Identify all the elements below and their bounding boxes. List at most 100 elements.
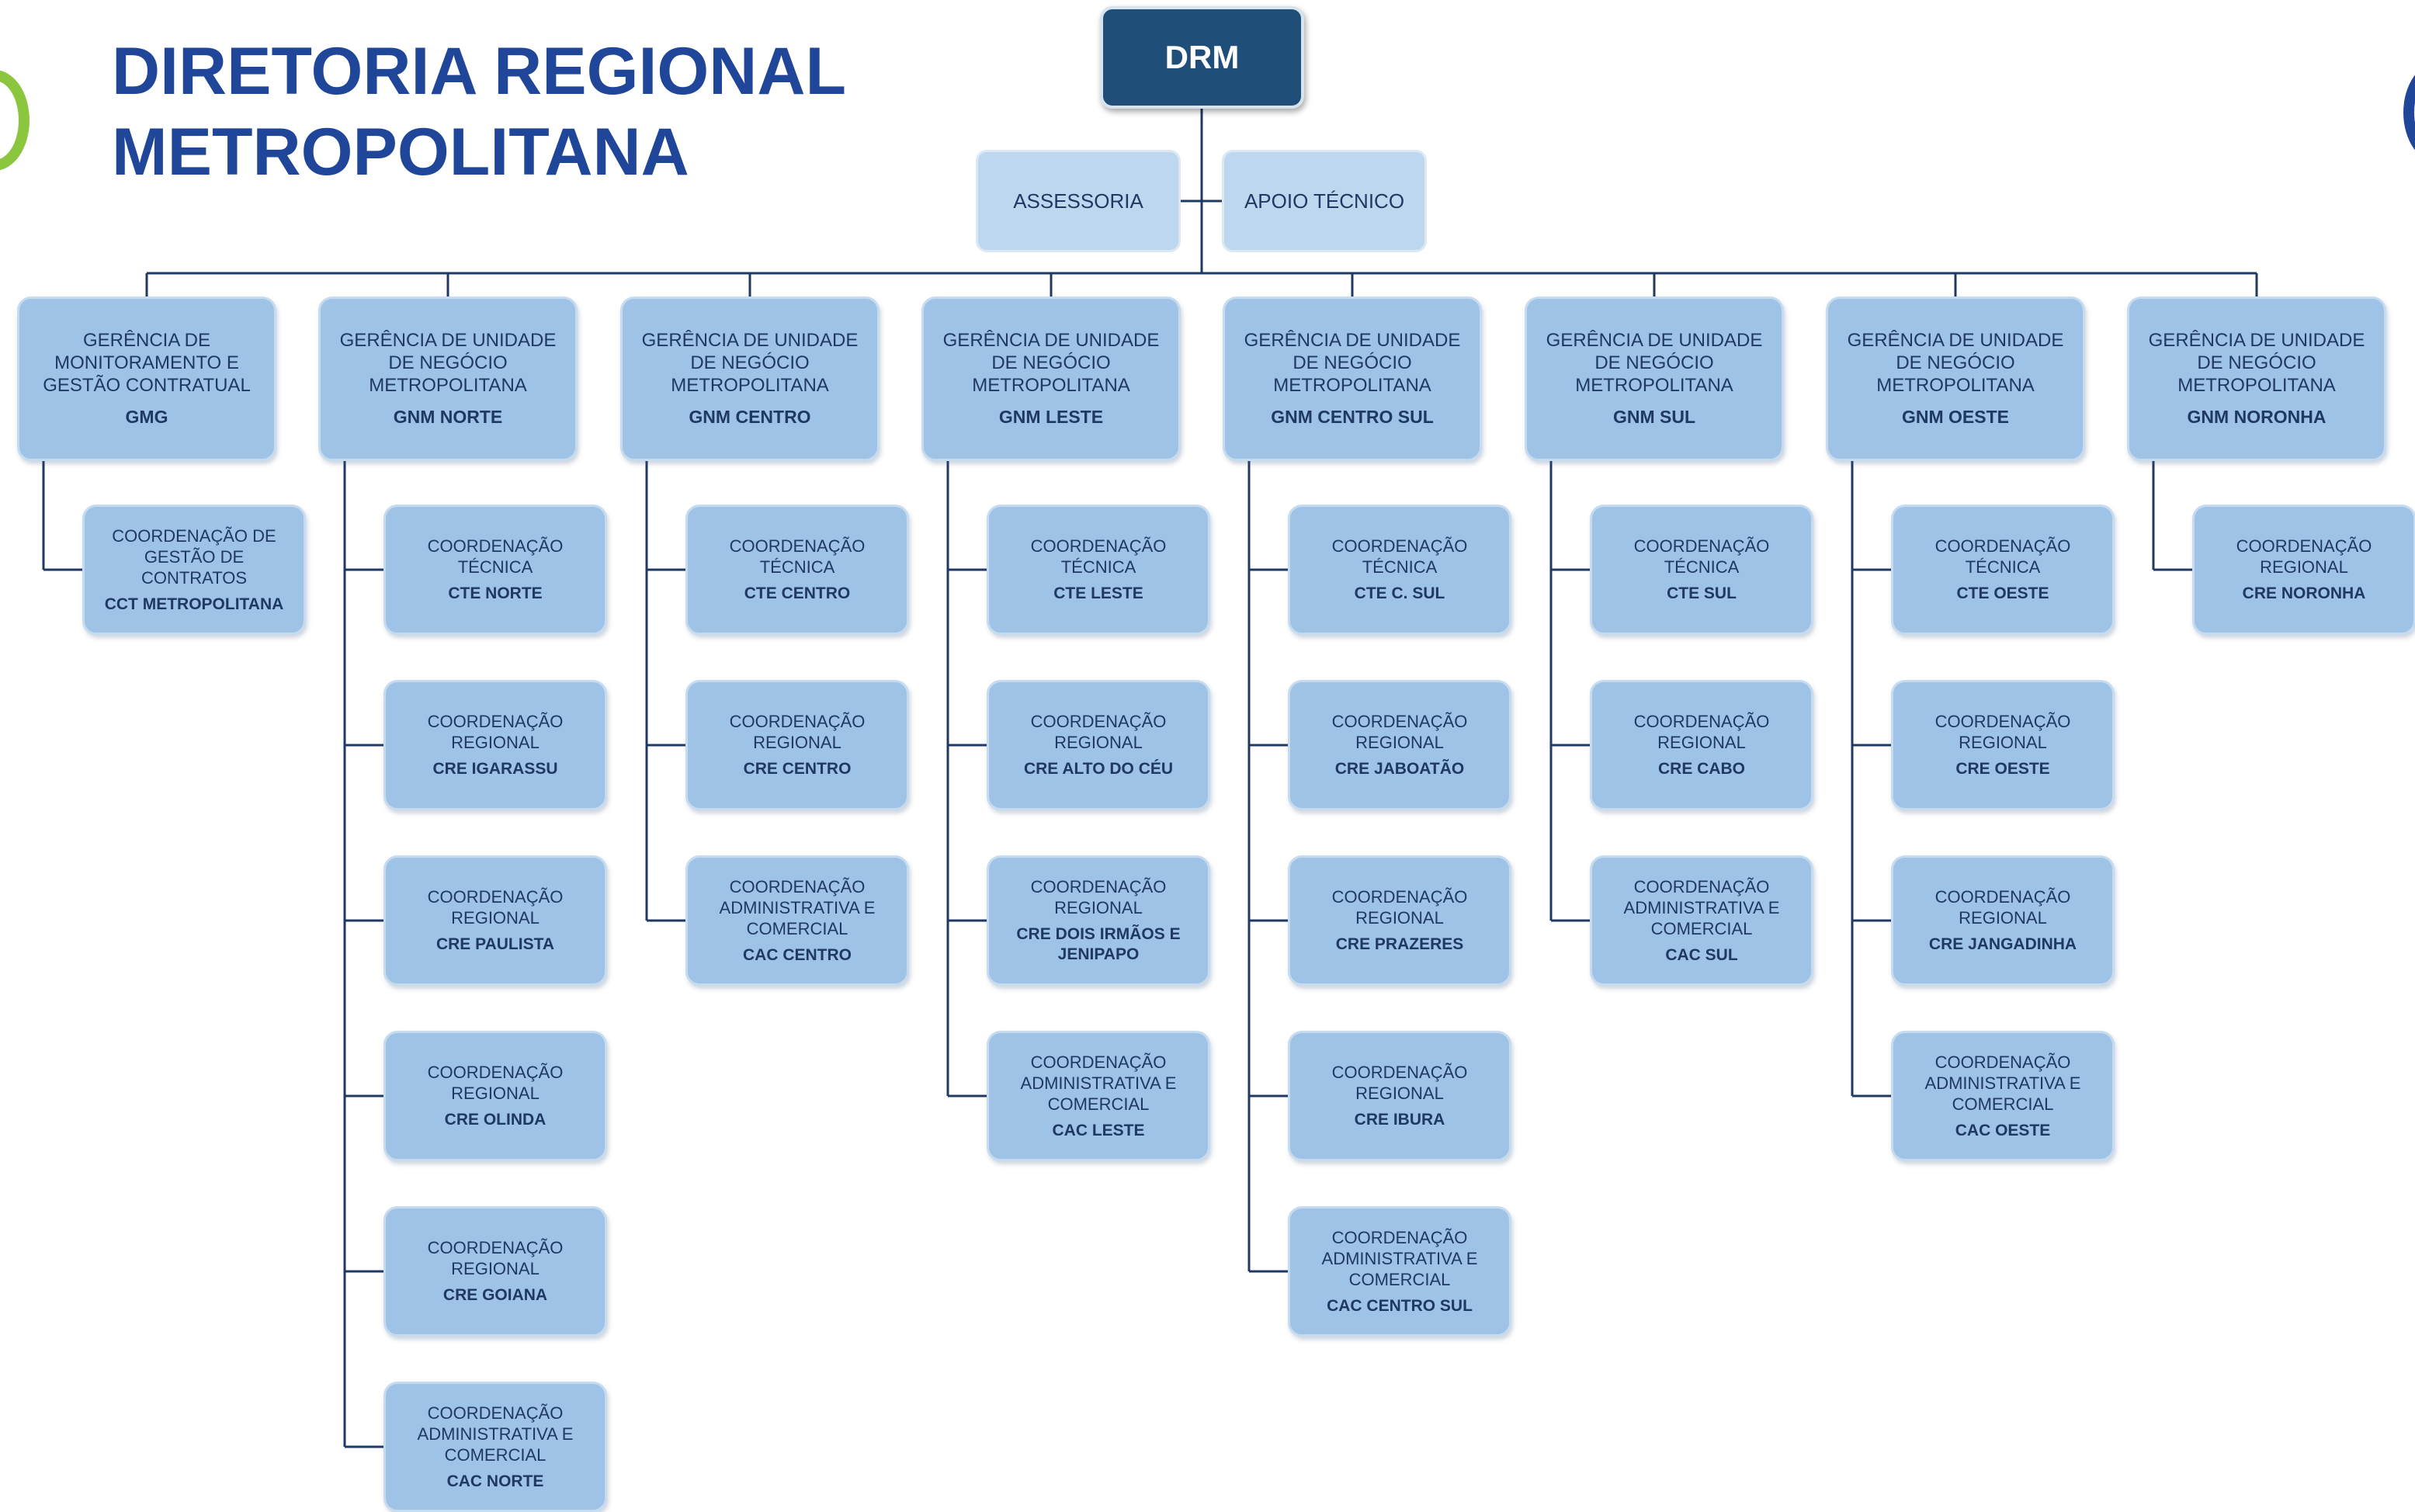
coordenacao-box-label: COORDENAÇÃO TÉCNICA [729, 536, 866, 577]
coordenacao-box: COORDENAÇÃO TÉCNICA CTE LESTE [987, 505, 1210, 635]
coordenacao-box: COORDENAÇÃO REGIONAL CRE CENTRO [685, 680, 909, 810]
gerencia-box-code: GNM OESTE [1901, 407, 2009, 427]
title-line-2: METROPOLITANA [112, 115, 689, 189]
coordenacao-box: COORDENAÇÃO REGIONAL CRE DOIS IRMÃOS E JE… [987, 855, 1210, 986]
coordenacao-box-label: COORDENAÇÃO TÉCNICA [1030, 536, 1167, 577]
coordenacao-box-code: CRE PAULISTA [435, 935, 555, 953]
coordenacao-box: COORDENAÇÃO TÉCNICA CTE NORTE [383, 505, 607, 635]
gerencia-box-code: GNM NORONHA [2187, 407, 2327, 427]
coordenacao-box-label: COORDENAÇÃO ADMINISTRATIVA E COMERCIAL [1623, 876, 1780, 938]
coordenacao-box: COORDENAÇÃO REGIONAL CRE PAULISTA [383, 855, 607, 986]
gerencia-box-label: GERÊNCIA DE UNIDADE DE NEGÓCIO METROPOLI… [2148, 330, 2365, 396]
coordenacao-box-code: CAC LESTE [1052, 1121, 1145, 1139]
coordenacao-box-code: CTE LESTE [1053, 584, 1143, 602]
gerencia-box: GERÊNCIA DE UNIDADE DE NEGÓCIO METROPOLI… [2127, 297, 2386, 461]
coordenacao-box-label: COORDENAÇÃO TÉCNICA [1934, 536, 2071, 577]
coordenacao-box-label: COORDENAÇÃO TÉCNICA [1331, 536, 1468, 577]
assessoria-box: ASSESSORIA [976, 150, 1181, 252]
coordenacao-box-label: COORDENAÇÃO REGIONAL [427, 1063, 564, 1103]
coordenacao-box: COORDENAÇÃO REGIONAL CRE NORONHA [2192, 505, 2415, 635]
coordenacao-box-code: CRE IBURA [1354, 1111, 1445, 1129]
gerencia-box-code: GNM NORTE [393, 407, 503, 427]
apoio-tecnico-box: APOIO TÉCNICO [1222, 150, 1427, 252]
coordenacao-box: COORDENAÇÃO REGIONAL CRE CABO [1590, 680, 1813, 810]
coordenacao-box-code: CAC CENTRO [743, 945, 852, 964]
coordenacao-box: COORDENAÇÃO REGIONAL CRE JANGADINHA [1891, 855, 2115, 986]
coordenacao-box-label: COORDENAÇÃO REGIONAL [1331, 887, 1468, 928]
coordenacao-box-code: CRE PRAZERES [1335, 935, 1464, 953]
gerencia-box: GERÊNCIA DE UNIDADE DE NEGÓCIO METROPOLI… [1525, 297, 1784, 461]
coordenacao-box: COORDENAÇÃO REGIONAL CRE OESTE [1891, 680, 2115, 810]
gerencia-box-label: GERÊNCIA DE MONITORAMENTO E GESTÃO CONTR… [43, 330, 251, 396]
coordenacao-box-label: COORDENAÇÃO REGIONAL [1030, 877, 1167, 917]
coordenacao-box-code: CTE CENTRO [744, 584, 851, 602]
coordenacao-box: COORDENAÇÃO ADMINISTRATIVA E COMERCIAL CA… [987, 1031, 1210, 1161]
coordenacao-box-code: CTE OESTE [1956, 584, 2049, 602]
coordenacao-box-label: COORDENAÇÃO REGIONAL [1331, 712, 1468, 752]
coordenacao-box-label: COORDENAÇÃO REGIONAL [1030, 712, 1167, 752]
coordenacao-box-code: CTE NORTE [448, 584, 543, 602]
coordenacao-box-label: COORDENAÇÃO REGIONAL [1934, 887, 2071, 928]
gerencia-box-label: GERÊNCIA DE UNIDADE DE NEGÓCIO METROPOLI… [1244, 330, 1461, 396]
coordenacao-box: COORDENAÇÃO REGIONAL CRE PRAZERES [1288, 855, 1511, 986]
coordenacao-box-label: COORDENAÇÃO ADMINISTRATIVA E COMERCIAL [417, 1403, 574, 1465]
coordenacao-box-code: CRE OESTE [1955, 760, 2050, 778]
gerencia-box-code: GNM CENTRO SUL [1271, 407, 1434, 427]
coordenacao-box-code: CCT METROPOLITANA [104, 595, 284, 613]
drm-box: DRM [1100, 6, 1304, 109]
coordenacao-box-label: COORDENAÇÃO REGIONAL [729, 712, 866, 752]
coordenacao-box: COORDENAÇÃO ADMINISTRATIVA E COMERCIAL CA… [1891, 1031, 2115, 1161]
gerencia-box: GERÊNCIA DE UNIDADE DE NEGÓCIO METROPOLI… [620, 297, 880, 461]
coordenacao-box-code: CRE CABO [1657, 760, 1745, 778]
coordenacao-box: COORDENAÇÃO TÉCNICA CTE SUL [1590, 505, 1813, 635]
coordenacao-box-code: CRE JABOATÃO [1334, 760, 1465, 778]
coordenacao-box: COORDENAÇÃO ADMINISTRATIVA E COMERCIAL CA… [685, 855, 909, 986]
coordenacao-box-code: CRE IGARASSU [432, 760, 558, 778]
coordenacao-box: COORDENAÇÃO REGIONAL CRE JABOATÃO [1288, 680, 1511, 810]
gerencia-box: GERÊNCIA DE MONITORAMENTO E GESTÃO CONTR… [17, 297, 276, 461]
coordenacao-box: COORDENAÇÃO DE GESTÃO DE CONTRATOS CCT ME… [82, 505, 306, 635]
coordenacao-box-code: CRE GOIANA [442, 1286, 548, 1304]
coordenacao-box-label: COORDENAÇÃO ADMINISTRATIVA E COMERCIAL [719, 876, 876, 938]
coordenacao-box-code: CAC OESTE [1955, 1121, 2051, 1139]
title-line-1: DIRETORIA REGIONAL [112, 34, 847, 109]
coordenacao-box-code: CRE DOIS IRMÃOS E JENIPAPO [1016, 925, 1181, 963]
gerencia-box-label: GERÊNCIA DE UNIDADE DE NEGÓCIO METROPOLI… [942, 330, 1160, 396]
coordenacao-box-label: COORDENAÇÃO REGIONAL [1633, 712, 1770, 752]
coordenacao-box-label: COORDENAÇÃO REGIONAL [427, 887, 564, 928]
coordenacao-box-code: CAC NORTE [446, 1472, 544, 1490]
gerencia-box-code: GNM CENTRO [689, 407, 811, 427]
gerencia-box-code: GNM LESTE [998, 407, 1104, 427]
gerencia-box-label: GERÊNCIA DE UNIDADE DE NEGÓCIO METROPOLI… [641, 330, 859, 396]
coordenacao-box-label: COORDENAÇÃO TÉCNICA [427, 536, 564, 577]
coordenacao-box-label: COORDENAÇÃO TÉCNICA [1633, 536, 1770, 577]
coordenacao-box: COORDENAÇÃO TÉCNICA CTE OESTE [1891, 505, 2115, 635]
gerencia-box: GERÊNCIA DE UNIDADE DE NEGÓCIO METROPOLI… [1223, 297, 1482, 461]
coordenacao-box: COORDENAÇÃO TÉCNICA CTE CENTRO [685, 505, 909, 635]
coordenacao-box-code: CRE NORONHA [2242, 584, 2366, 602]
coordenacao-box-code: CTE C. SUL [1354, 584, 1445, 602]
gerencia-box: GERÊNCIA DE UNIDADE DE NEGÓCIO METROPOLI… [1826, 297, 2085, 461]
coordenacao-box-label: COORDENAÇÃO REGIONAL [2236, 536, 2372, 577]
coordenacao-box-code: CRE JANGADINHA [1928, 935, 2077, 953]
coordenacao-box-code: CRE CENTRO [743, 760, 852, 778]
coordenacao-box-label: COORDENAÇÃO ADMINISTRATIVA E COMERCIAL [1924, 1052, 2081, 1114]
coordenacao-box-label: COORDENAÇÃO ADMINISTRATIVA E COMERCIAL [1020, 1052, 1177, 1114]
coordenacao-box: COORDENAÇÃO TÉCNICA CTE C. SUL [1288, 505, 1511, 635]
gerencia-box: GERÊNCIA DE UNIDADE DE NEGÓCIO METROPOLI… [921, 297, 1181, 461]
gerencia-box-code: GMG [125, 407, 168, 427]
gerencia-box-label: GERÊNCIA DE UNIDADE DE NEGÓCIO METROPOLI… [339, 330, 557, 396]
coordenacao-box-code: CRE ALTO DO CÉU [1023, 760, 1174, 778]
coordenacao-box: COORDENAÇÃO REGIONAL CRE ALTO DO CÉU [987, 680, 1210, 810]
coordenacao-box-label: COORDENAÇÃO DE GESTÃO DE CONTRATOS [112, 525, 276, 588]
gerencia-box-label: GERÊNCIA DE UNIDADE DE NEGÓCIO METROPOLI… [1546, 330, 1763, 396]
coordenacao-box-code: CTE SUL [1667, 584, 1737, 602]
gerencia-box: GERÊNCIA DE UNIDADE DE NEGÓCIO METROPOLI… [318, 297, 578, 461]
coordenacao-box-label: COORDENAÇÃO REGIONAL [1934, 712, 2071, 752]
